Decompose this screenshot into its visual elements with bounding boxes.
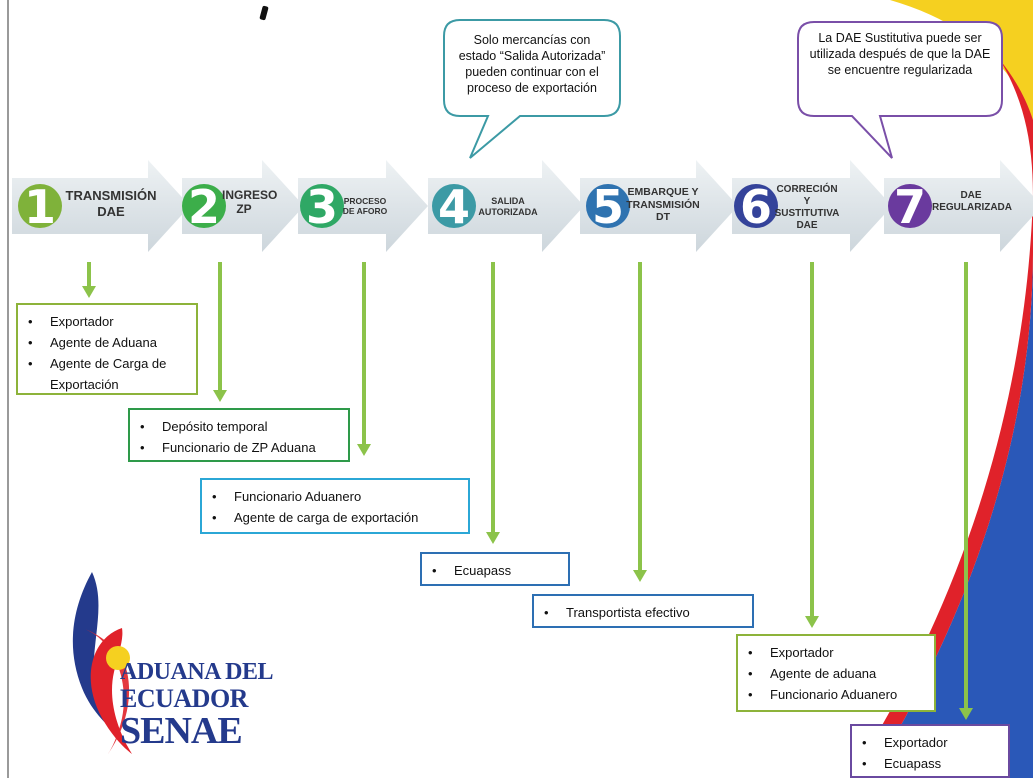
stage-2-label: INGRESO ZP: [222, 188, 278, 217]
connector-3-arrowhead: [357, 444, 371, 456]
stage-5-number: 5: [591, 180, 624, 234]
stage-4-arrow: [428, 160, 584, 252]
connector-1-arrowhead: [82, 286, 96, 298]
stage-6-actors-box: Exportador Agente de aduana Funcionario …: [736, 634, 936, 712]
stage-5-actor: Transportista efectivo: [544, 602, 744, 623]
senae-logo-emblem: [72, 572, 132, 754]
stage-4-actor: Ecuapass: [432, 560, 560, 581]
stage-3-arrow: [298, 160, 428, 252]
stage-6-actor: Exportador: [748, 642, 926, 663]
stage-7-callout-text: La DAE Sustitutiva puede ser utilizada d…: [809, 31, 991, 77]
stage-6-number: 6: [739, 180, 772, 234]
connector-4-arrowhead: [486, 532, 500, 544]
stage-1-number: 1: [23, 180, 56, 234]
stage-7-callout-shape: [797, 21, 1003, 159]
stage-2-number: 2: [187, 180, 220, 234]
stage-3-label: PROCESO DE AFORO: [342, 196, 388, 217]
stage-2-actors-box: Depósito temporal Funcionario de ZP Adua…: [128, 408, 350, 462]
stage-3-actor: Agente de carga de exportación: [212, 507, 460, 528]
stage-4-callout-shape: [443, 19, 621, 159]
stage-1-actor: Exportador: [28, 311, 188, 332]
stage-2-actor: Funcionario de ZP Aduana: [140, 437, 340, 458]
stage-1-actor: Agente de Carga de Exportación: [28, 353, 188, 395]
connector-6-arrowhead: [805, 616, 819, 628]
stage-5-label: EMBARQUE Y TRANSMISIÓN DT: [626, 186, 700, 224]
stage-7-actor: Ecuapass: [862, 753, 1000, 774]
stage-3-number: 3: [305, 180, 338, 234]
stage-5-actors-box: Transportista efectivo: [532, 594, 754, 628]
stage-4-label: SALIDA AUTORIZADA: [478, 196, 538, 217]
stage-6-actor: Agente de aduana: [748, 663, 926, 684]
stage-4-callout-text: Solo mercancías con estado “Salida Autor…: [458, 33, 606, 95]
stage-7-actor: Exportador: [862, 732, 1000, 753]
logo-line-1: ADUANA DEL: [120, 659, 274, 685]
stage-7-number: 7: [893, 180, 926, 234]
stage-2-circle: [182, 184, 226, 228]
stage-7-label: DAE REGULARIZADA: [932, 190, 1012, 213]
logo-line-2: ECUADOR: [120, 684, 248, 713]
connector-7-arrowhead: [959, 708, 973, 720]
stage-1-label: TRANSMISIÓN DAE: [65, 188, 157, 219]
stage-1-circle: [18, 184, 62, 228]
stage-2-actor: Depósito temporal: [140, 416, 340, 437]
stage-2-arrow: [182, 160, 304, 252]
stage-1-actors-box: Exportador Agente de Aduana Agente de Ca…: [16, 303, 198, 395]
stage-7-arrow: [884, 160, 1033, 252]
left-border-line: [7, 0, 9, 778]
stage-6-label: CORRECIÓN Y SUSTITUTIVA DAE: [774, 184, 840, 231]
stage-3-circle: [300, 184, 344, 228]
stage-6-actor: Funcionario Aduanero: [748, 684, 926, 705]
connector-5-arrowhead: [633, 570, 647, 582]
stage-1-actor: Agente de Aduana: [28, 332, 188, 353]
stage-4-actors-box: Ecuapass: [420, 552, 570, 586]
stage-6-arrow: [732, 160, 892, 252]
stage-3-actor: Funcionario Aduanero: [212, 486, 460, 507]
stage-4-number: 4: [437, 180, 470, 234]
stage-4-circle: [432, 184, 476, 228]
stage-1-arrow: [12, 160, 190, 252]
stage-6-circle: [734, 184, 778, 228]
stage-7-actors-box: Exportador Ecuapass: [850, 724, 1010, 778]
logo-line-3: SENAE: [120, 710, 243, 752]
stage-3-actors-box: Funcionario Aduanero Agente de carga de …: [200, 478, 470, 534]
connector-2-arrowhead: [213, 390, 227, 402]
stage-5-circle: [586, 184, 630, 228]
stage-5-arrow: [580, 160, 738, 252]
stage-7-circle: [888, 184, 932, 228]
